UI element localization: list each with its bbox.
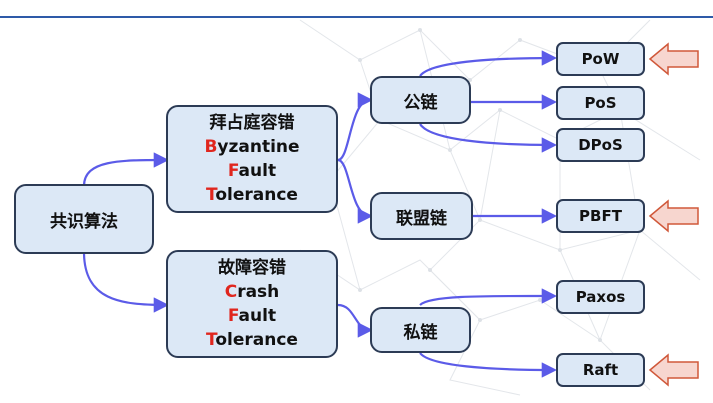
cft-rest-3: olerance xyxy=(215,330,298,350)
consortium-chain-node: 联盟链 xyxy=(370,192,473,240)
public-chain-label: 公链 xyxy=(403,92,438,113)
dpos-node: DPoS xyxy=(556,128,645,162)
bft-line-1: Byzantine xyxy=(204,135,299,159)
bft-line-3: Tolerance xyxy=(206,183,298,207)
highlight-arrow-icon-raft xyxy=(648,353,699,387)
pbft-label: PBFT xyxy=(579,207,622,225)
highlight-arrow-icon-pow xyxy=(648,42,699,76)
cft-line-1: Crash xyxy=(225,280,280,304)
cft-initial-3: T xyxy=(206,330,216,350)
root-node: 共识算法 xyxy=(14,184,154,254)
root-label: 共识算法 xyxy=(50,211,118,232)
connector-root-to-cft xyxy=(82,251,170,313)
raft-label: Raft xyxy=(582,361,619,379)
paxos-node: Paxos xyxy=(556,280,645,314)
dpos-label: DPoS xyxy=(578,136,623,154)
connector-bft-to-consortium xyxy=(337,158,374,224)
pos-label: PoS xyxy=(584,94,617,112)
public-chain-node: 公链 xyxy=(370,76,471,124)
cft-rest-2: ault xyxy=(238,306,277,326)
bft-initial-3: T xyxy=(206,185,216,205)
private-chain-node: 私链 xyxy=(370,307,471,353)
raft-node: Raft xyxy=(556,353,645,387)
connector-private-to-paxos xyxy=(419,288,558,306)
paxos-label: Paxos xyxy=(575,288,626,306)
connector-bft-to-public xyxy=(337,92,374,162)
connector-public-to-dpos xyxy=(419,123,558,153)
bft-initial-1: B xyxy=(204,137,218,157)
cft-line-2: Fault xyxy=(228,304,276,328)
connector-cft-to-private xyxy=(337,303,374,338)
bft-title: 拜占庭容错 xyxy=(209,113,295,133)
private-chain-label: 私链 xyxy=(403,322,438,343)
consortium-chain-label: 联盟链 xyxy=(396,208,447,229)
bft-line-2: Fault xyxy=(228,159,276,183)
cft-rest-1: rash xyxy=(237,282,280,302)
cft-title: 故障容错 xyxy=(218,258,286,278)
bft-node: 拜占庭容错 Byzantine Fault Tolerance xyxy=(166,105,338,213)
bft-initial-2: F xyxy=(227,161,239,181)
connector-root-to-bft xyxy=(82,152,170,187)
bft-rest-2: ault xyxy=(238,161,277,181)
pow-label: PoW xyxy=(581,50,620,68)
pbft-node: PBFT xyxy=(556,199,645,233)
bft-rest-3: olerance xyxy=(215,185,298,205)
cft-line-3: Tolerance xyxy=(206,328,298,352)
cft-node: 故障容错 Crash Fault Tolerance xyxy=(166,250,338,358)
cft-initial-2: F xyxy=(227,306,239,326)
header-rule xyxy=(0,16,713,18)
bft-rest-1: yzantine xyxy=(217,137,300,157)
pos-node: PoS xyxy=(556,86,645,120)
connector-private-to-raft xyxy=(419,352,558,378)
connector-public-to-pow xyxy=(419,50,558,77)
pow-node: PoW xyxy=(556,42,645,76)
highlight-arrow-icon-pbft xyxy=(648,199,699,233)
cft-initial-1: C xyxy=(224,282,238,302)
